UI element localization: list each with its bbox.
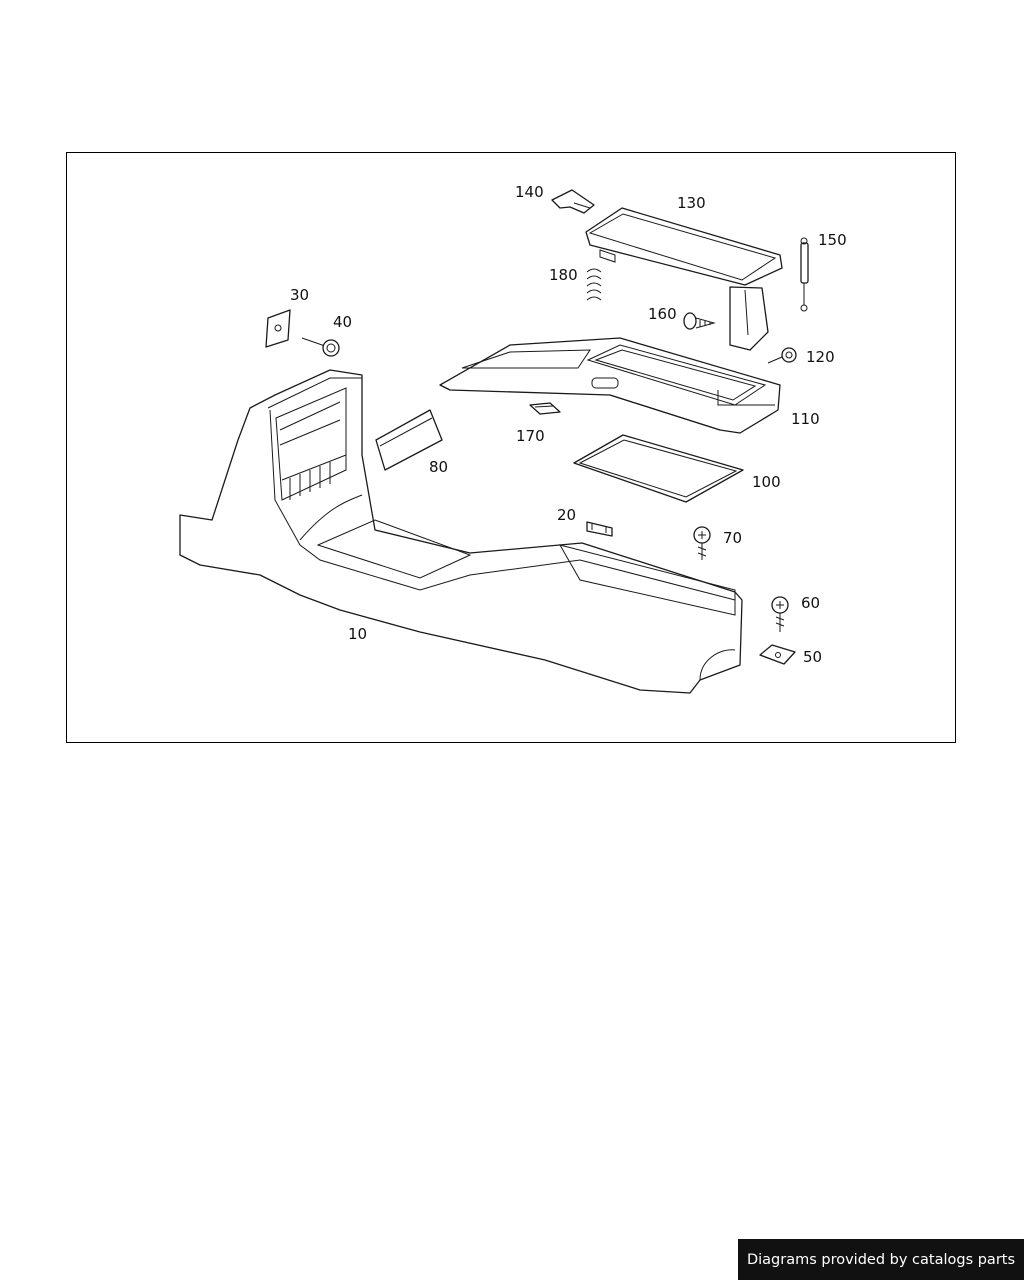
part-160-pin[interactable]	[683, 312, 716, 330]
callout-70: 70	[723, 529, 742, 547]
part-170-latch[interactable]	[529, 402, 561, 415]
part-180-spring[interactable]	[586, 268, 602, 301]
callout-180: 180	[549, 266, 578, 284]
part-70-screw[interactable]	[693, 526, 711, 560]
part-100-mat[interactable]	[573, 434, 744, 503]
part-80-cover-plate[interactable]	[375, 409, 443, 471]
callout-40: 40	[333, 313, 352, 331]
part-140-hinge[interactable]	[551, 189, 595, 214]
callout-170: 170	[516, 427, 545, 445]
part-40-screw[interactable]	[301, 337, 340, 357]
callout-130: 130	[677, 194, 706, 212]
callout-30: 30	[290, 286, 309, 304]
callout-50: 50	[803, 648, 822, 666]
callout-120: 120	[806, 348, 835, 366]
part-120-screw[interactable]	[767, 347, 797, 364]
callout-60: 60	[801, 594, 820, 612]
callout-160: 160	[648, 305, 677, 323]
part-30-bracket[interactable]	[265, 309, 291, 348]
callout-10: 10	[348, 625, 367, 643]
part-110-console-cover[interactable]	[439, 337, 781, 434]
part-50-clip-nut[interactable]	[759, 644, 796, 665]
callout-140: 140	[515, 183, 544, 201]
footer-credit-text: Diagrams provided by catalogs parts	[746, 1251, 1016, 1268]
callout-80: 80	[429, 458, 448, 476]
part-150-gas-strut[interactable]	[800, 237, 809, 312]
part-10-console-body[interactable]	[179, 369, 743, 694]
callout-150: 150	[818, 231, 847, 249]
footer-credit-badge: Diagrams provided by catalogs parts	[738, 1239, 1024, 1280]
callout-100: 100	[752, 473, 781, 491]
part-20-clip[interactable]	[586, 521, 613, 537]
callout-110: 110	[791, 410, 820, 428]
part-130-armrest-lid[interactable]	[585, 207, 783, 351]
callout-20: 20	[557, 506, 576, 524]
part-60-screw[interactable]	[771, 596, 789, 632]
